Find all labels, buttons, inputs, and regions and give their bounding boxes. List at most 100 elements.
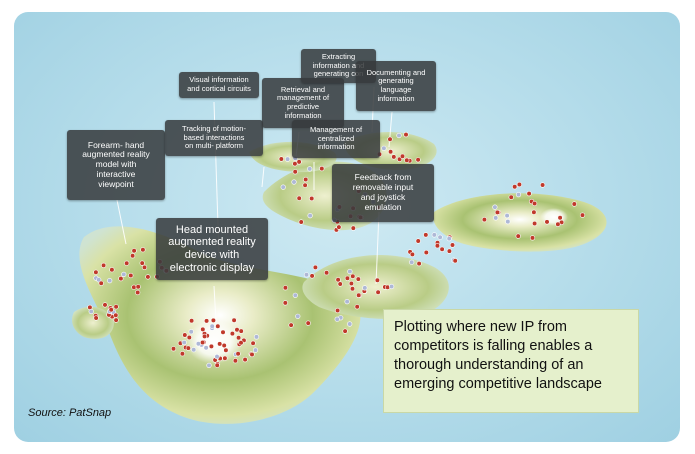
landscape-frame: Forearm- hand augmented reality model wi… <box>14 12 680 442</box>
label-tracking: Tracking of motion- based interactions o… <box>165 120 263 156</box>
ip-dot <box>236 335 242 341</box>
ip-dot <box>121 271 127 278</box>
ip-dot <box>446 248 453 254</box>
ip-dot <box>347 321 353 327</box>
ip-dot <box>512 184 518 190</box>
ip-dot <box>516 181 523 188</box>
ip-dot <box>235 351 241 357</box>
ip-dot <box>403 131 409 138</box>
ip-dot <box>303 176 309 183</box>
ip-dot <box>129 253 136 259</box>
ip-dot <box>449 242 456 248</box>
ip-dot <box>282 285 289 291</box>
ip-dot <box>295 313 301 319</box>
ip-dot <box>296 195 302 201</box>
ip-dot <box>113 304 119 310</box>
ip-dot <box>335 307 341 314</box>
ip-dot <box>354 304 360 310</box>
ip-dot <box>292 169 298 175</box>
ip-dot <box>494 209 501 215</box>
ip-dot <box>186 334 192 341</box>
ip-dot <box>118 276 124 282</box>
ip-dot <box>319 166 325 172</box>
island-small <box>72 306 114 339</box>
ip-dot <box>350 225 356 231</box>
ip-dot <box>399 153 406 159</box>
ip-dot <box>222 355 228 361</box>
ip-dot <box>388 149 394 155</box>
ip-dot <box>505 219 511 225</box>
ip-dot <box>208 343 214 350</box>
ip-dot <box>135 289 141 296</box>
ip-dot <box>423 232 429 238</box>
peak-left <box>186 320 242 364</box>
ip-dot <box>209 323 215 329</box>
ip-dot <box>141 264 148 270</box>
ip-dot <box>282 300 288 306</box>
ip-dot <box>113 312 119 318</box>
ip-dot <box>531 220 538 227</box>
ip-dot <box>102 302 108 308</box>
ip-dot <box>145 274 151 280</box>
ip-dot <box>557 215 563 221</box>
ip-dot <box>303 272 310 278</box>
ip-dot <box>296 159 302 165</box>
ip-dot <box>253 334 260 340</box>
ip-dot <box>124 260 130 266</box>
label-visual: Visual information and cortical circuits <box>179 72 259 98</box>
ip-dot <box>452 258 458 264</box>
ip-dot <box>349 286 356 292</box>
ip-dot <box>434 243 441 249</box>
ip-dot <box>342 328 348 334</box>
ip-dot <box>492 204 498 210</box>
ip-dot <box>204 318 210 324</box>
ip-dot <box>555 221 561 227</box>
ip-dot <box>337 281 343 287</box>
ip-dot <box>404 157 410 163</box>
ip-dot <box>238 328 244 334</box>
ip-dot <box>539 182 546 188</box>
ip-dot <box>579 212 586 218</box>
ip-dots <box>87 131 586 369</box>
ip-dot <box>423 249 429 256</box>
ip-dot <box>302 182 308 188</box>
ip-dot <box>214 362 220 368</box>
ip-dot <box>387 136 393 142</box>
ip-dot <box>170 346 177 352</box>
ip-dot <box>200 326 206 333</box>
ip-dot <box>131 284 137 290</box>
ip-dot <box>179 351 185 357</box>
label-forearm: Forearm- hand augmented reality model wi… <box>67 130 165 200</box>
label-management: Management of centralized information <box>292 120 380 158</box>
ip-dot <box>362 285 368 291</box>
ip-dot <box>278 156 284 162</box>
ip-dot <box>508 194 514 200</box>
ip-dot <box>344 299 350 305</box>
ip-dot <box>356 292 362 298</box>
ip-dot <box>409 251 416 257</box>
ip-dot <box>242 357 248 363</box>
ip-dot <box>309 273 315 279</box>
ip-dot <box>181 339 187 346</box>
source-caption: Source: PatSnap <box>28 407 112 419</box>
ip-dot <box>350 273 356 279</box>
label-head: Head mounted augmented reality device wi… <box>156 218 268 280</box>
ip-dot <box>307 213 313 219</box>
ip-dot <box>305 320 311 326</box>
ip-dot <box>188 329 194 335</box>
ip-dot <box>307 166 313 172</box>
ip-dot <box>446 236 452 242</box>
ip-dot <box>389 283 395 290</box>
ip-dot <box>191 347 197 353</box>
ip-dot <box>348 280 355 287</box>
ip-dot <box>291 179 297 185</box>
ip-dot <box>526 191 532 197</box>
ip-dot <box>298 219 304 225</box>
ip-dot <box>336 224 342 230</box>
label-documenting: Documenting and generating language info… <box>356 61 436 111</box>
ip-dot <box>544 219 550 225</box>
ip-dot <box>135 284 141 290</box>
ip-dot <box>529 235 536 241</box>
ip-dot <box>113 317 119 323</box>
ip-dot <box>439 246 445 252</box>
